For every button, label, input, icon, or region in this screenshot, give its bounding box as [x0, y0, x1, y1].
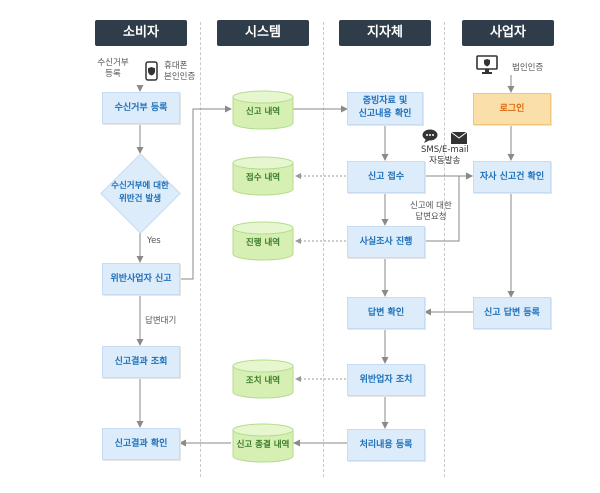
- corp-auth-note: 법인인증: [512, 63, 544, 73]
- sms-email-note: SMS/E-mail 자동발송: [421, 145, 469, 166]
- decision-label: 수신거부에 대한 위반건 발생: [111, 181, 169, 204]
- lane-divider: [323, 22, 324, 477]
- check-own-report-box: 자사 신고건 확인: [473, 161, 551, 193]
- lane-header-business: 사업자: [462, 20, 554, 46]
- monitor-shield-icon: [476, 55, 498, 79]
- lane-divider: [444, 22, 445, 477]
- db-report-history: 신고 내역: [232, 90, 294, 130]
- receive-report-box: 신고 접수: [347, 161, 425, 193]
- db-progress-history: 진행 내역: [232, 221, 294, 261]
- investigation-box: 사실조사 진행: [347, 226, 425, 258]
- check-report-box: 증빙자료 및 신고내용 확인: [347, 92, 423, 125]
- phone-auth-note: 휴대폰 본인인증: [164, 61, 196, 82]
- yes-label: Yes: [147, 236, 161, 246]
- violation-decision: 수신거부에 대한 위반건 발생: [100, 153, 181, 234]
- check-reply-box: 답변 확인: [347, 297, 425, 329]
- register-process-box: 처리내용 등록: [347, 429, 425, 461]
- register-refusal-box: 수신거부 등록: [102, 92, 180, 124]
- report-violator-box: 위반사업자 신고: [102, 263, 180, 295]
- register-reply-box: 신고 답변 등록: [473, 297, 551, 329]
- db-receipt-history: 접수 내역: [232, 156, 294, 196]
- lane-header-consumer: 소비자: [95, 20, 187, 46]
- chat-bubble-icon: [422, 128, 440, 147]
- refusal-note: 수신거부 등록: [97, 58, 129, 79]
- envelope-icon: [450, 129, 468, 148]
- reply-request-note: 신고에 대한 답변요청: [410, 201, 452, 222]
- action-violator-box: 위반업자 조치: [347, 364, 425, 396]
- view-result-box: 신고결과 조회: [102, 346, 180, 378]
- lane-divider: [200, 22, 201, 477]
- confirm-result-box: 신고결과 확인: [102, 428, 180, 460]
- login-box[interactable]: 로그인: [473, 93, 551, 125]
- lane-header-system: 시스템: [217, 20, 309, 46]
- shield-phone-icon: [143, 61, 161, 85]
- wait-label: 답변대기: [145, 316, 177, 326]
- lane-header-local-gov: 지자체: [339, 20, 431, 46]
- db-closing-history: 신고 종결 내역: [232, 423, 294, 463]
- db-action-history: 조치 내역: [232, 359, 294, 399]
